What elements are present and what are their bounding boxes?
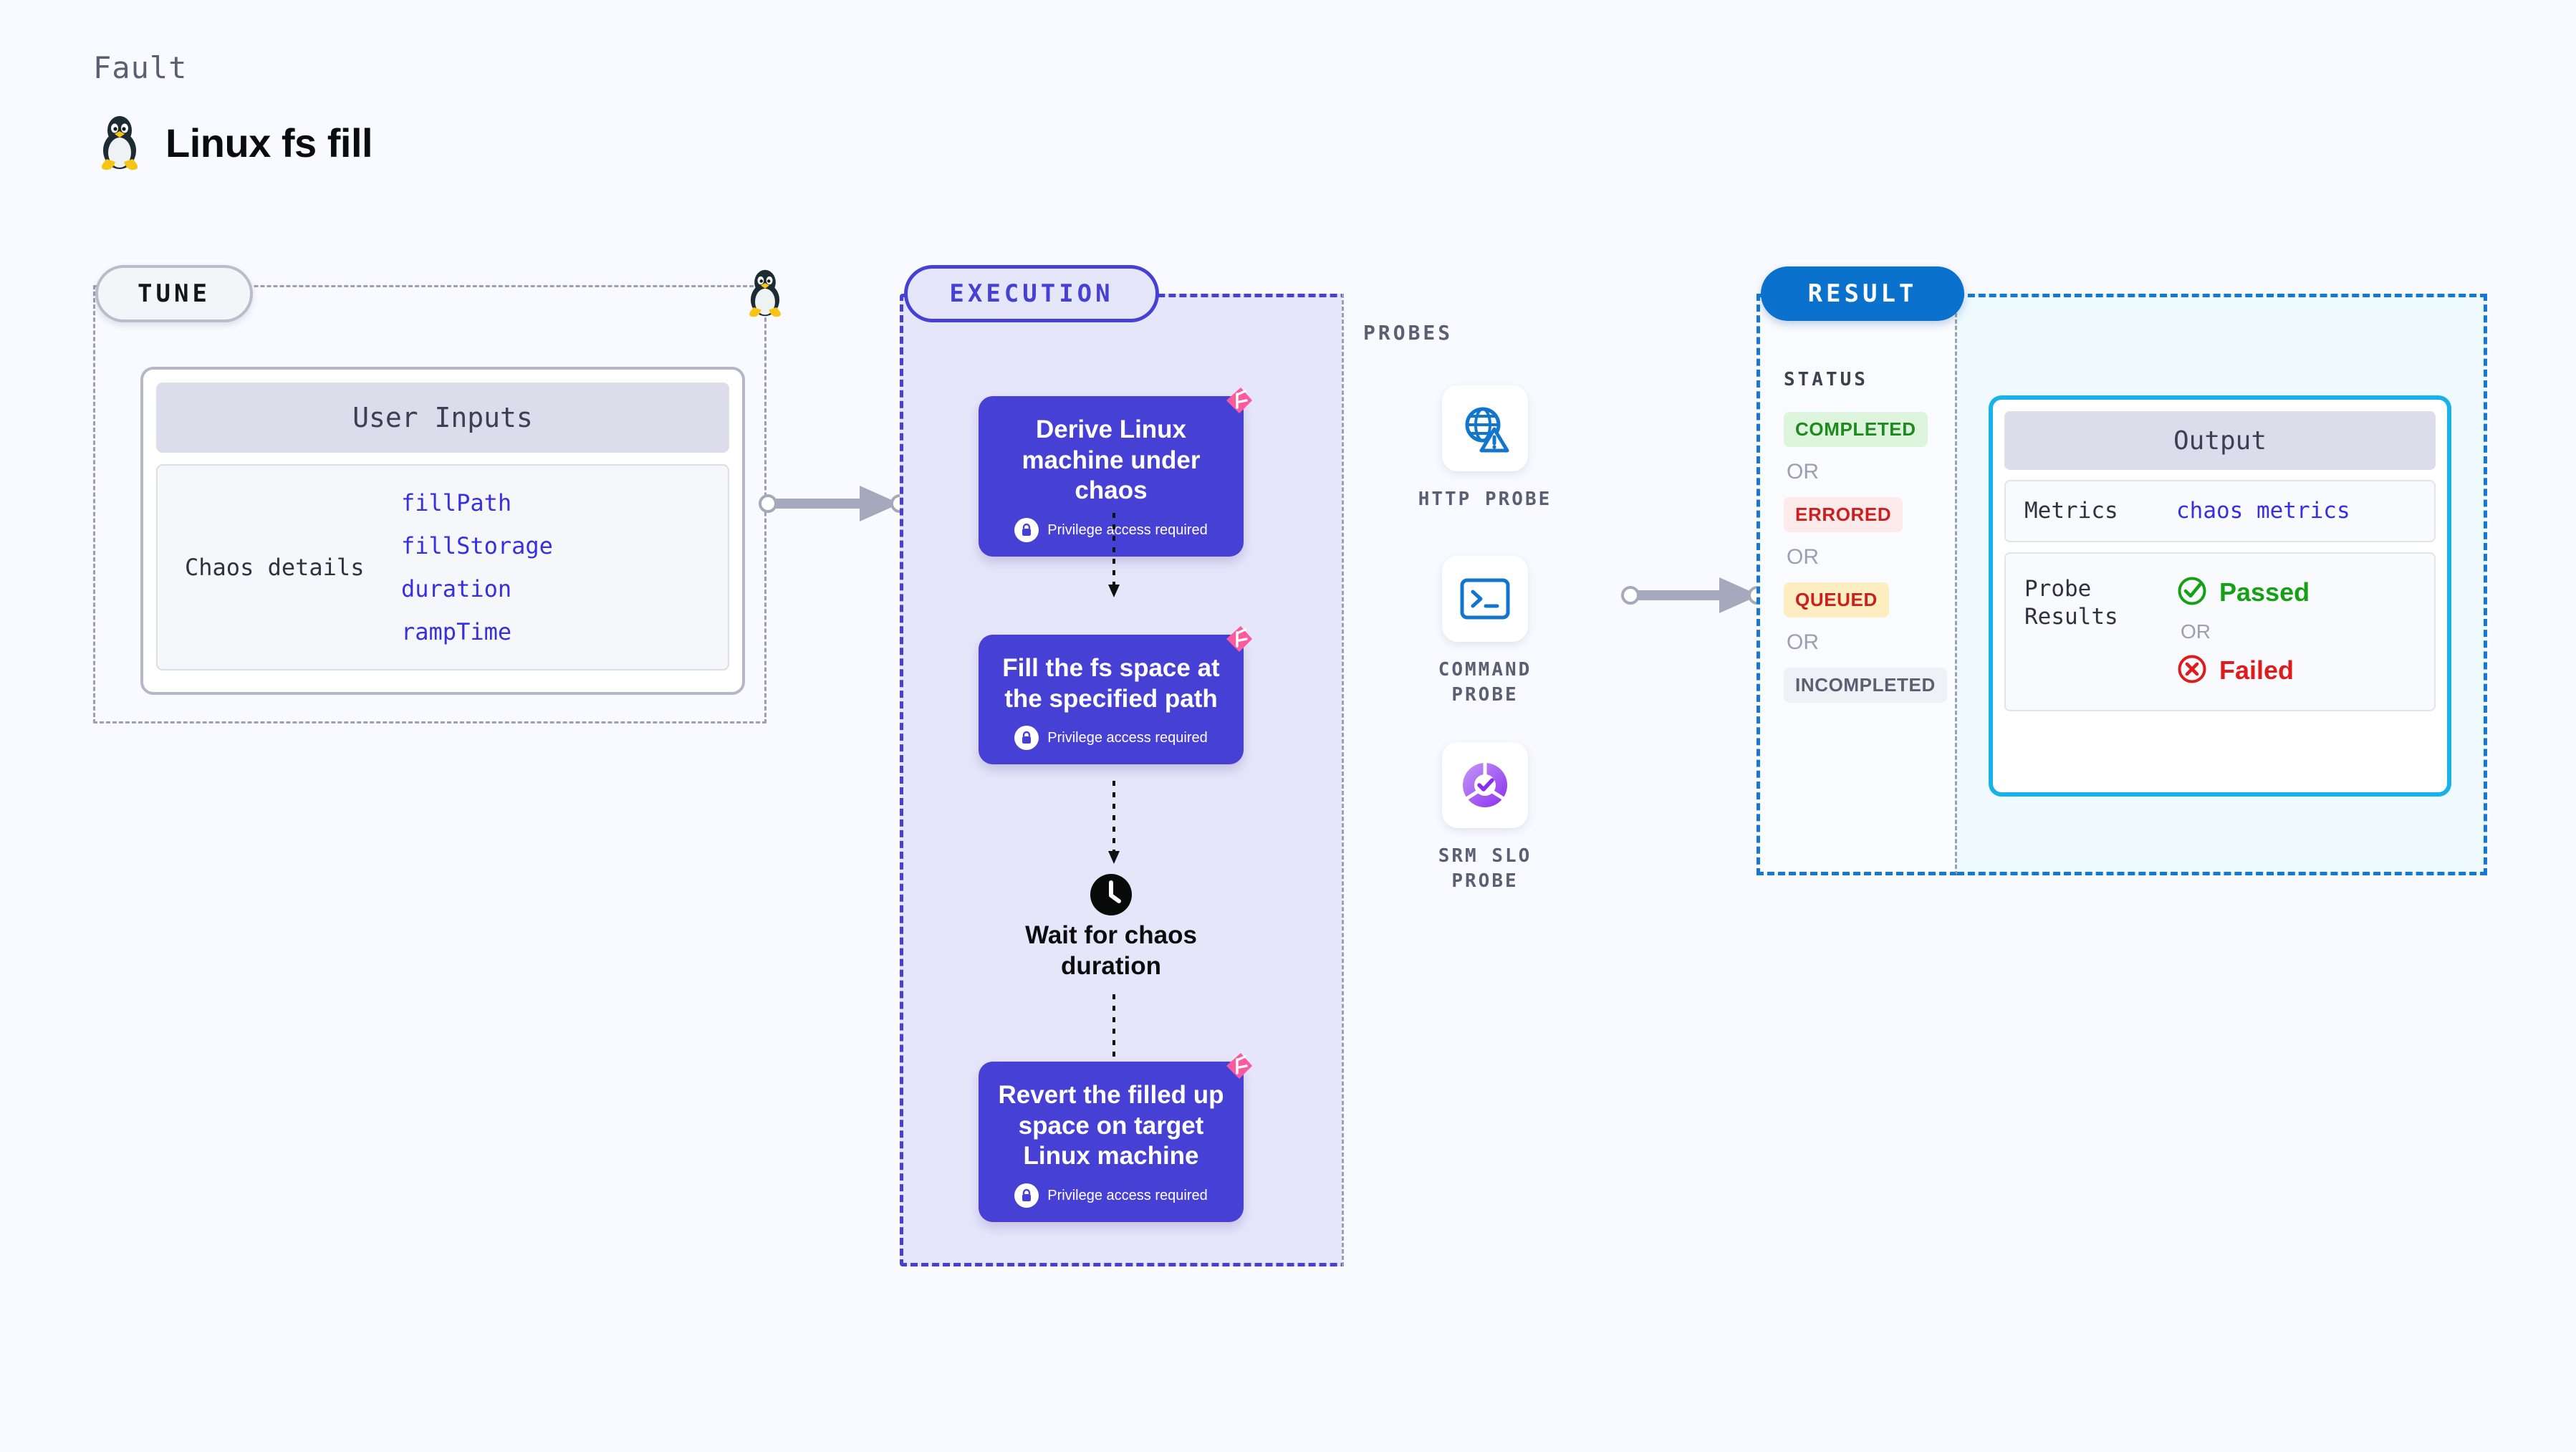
connector-node-probes [1621, 586, 1640, 605]
globe-warning-icon [1442, 385, 1528, 471]
step-connector-arrow [1108, 513, 1120, 597]
chaos-details-label: Chaos details [185, 554, 365, 581]
status-badge-errored: ERRORED [1784, 497, 1903, 532]
fault-flag-icon [1222, 1052, 1254, 1087]
output-panel: Output Metrics chaos metrics Probe Resul… [1989, 395, 2451, 797]
page-title-row: Linux fs fill [97, 115, 373, 170]
probe-label: COMMAND PROBE [1438, 659, 1532, 706]
fault-flag-icon [1222, 625, 1254, 660]
slo-donut-check-icon [1442, 742, 1528, 828]
param-fillpath[interactable]: fillPath [401, 489, 512, 516]
param-duration[interactable]: duration [401, 575, 512, 602]
lock-icon [1014, 1183, 1039, 1208]
check-circle-icon [2176, 575, 2208, 610]
privilege-note-text: Privilege access required [1047, 521, 1208, 538]
execution-step-card[interactable]: Revert the filled up space on target Lin… [979, 1053, 1252, 1223]
execution-step-card[interactable]: Derive Linux machine under chaos Privile… [979, 388, 1252, 557]
status-or-label: OR [1787, 460, 1819, 484]
tune-badge[interactable]: TUNE [95, 265, 253, 322]
probe-http[interactable]: HTTP PROBE [1399, 385, 1571, 512]
output-metrics-row: Metrics chaos metrics [2004, 480, 2436, 542]
status-or-label: OR [1787, 545, 1819, 569]
metrics-label: Metrics [2024, 498, 2118, 524]
status-or-label: OR [1787, 630, 1819, 654]
param-ramptime[interactable]: rampTime [401, 618, 512, 645]
tux-penguin-marker-icon [745, 269, 785, 321]
probe-label: SRM SLO PROBE [1438, 845, 1532, 893]
connector-execution-to-result [1630, 577, 1759, 613]
status-badge-queued: QUEUED [1784, 582, 1889, 617]
probe-result-passed-label: Passed [2219, 577, 2310, 607]
step-title: Fill the fs space at the specified path [1002, 654, 1220, 713]
status-badge-incompleted: INCOMPLETED [1784, 668, 1947, 703]
lock-icon [1014, 518, 1039, 543]
chaos-details-group: Chaos details fillPath fillStorage durat… [156, 464, 729, 670]
probe-result-failed: Failed [2176, 653, 2310, 688]
probe-command[interactable]: COMMAND PROBE [1399, 556, 1571, 708]
probe-results-label: Probe Results [2024, 575, 2118, 630]
metrics-value[interactable]: chaos metrics [2176, 498, 2350, 524]
output-probe-results-row: Probe Results Passed OR [2004, 552, 2436, 711]
param-fillstorage[interactable]: fillStorage [401, 532, 553, 559]
result-badge[interactable]: RESULT [1761, 266, 1964, 321]
probe-srm-slo[interactable]: SRM SLO PROBE [1399, 742, 1571, 894]
tux-penguin-icon [97, 115, 143, 170]
wait-node: Wait for chaos duration [979, 872, 1244, 981]
status-badge-completed: COMPLETED [1784, 412, 1928, 447]
execution-badge[interactable]: EXECUTION [904, 265, 1159, 322]
fault-kicker-label: Fault [93, 50, 188, 85]
page-title: Linux fs fill [165, 120, 373, 165]
probe-label: HTTP PROBE [1418, 489, 1552, 510]
user-inputs-header: User Inputs [156, 383, 729, 453]
step-title: Revert the filled up space on target Lin… [998, 1081, 1224, 1170]
step-title: Derive Linux machine under chaos [1022, 415, 1201, 505]
status-title: STATUS [1784, 369, 1868, 390]
probe-result-failed-label: Failed [2219, 655, 2294, 686]
chaos-params-list: fillPath fillStorage duration rampTime [401, 489, 553, 645]
privilege-note: Privilege access required [994, 518, 1228, 543]
probe-result-or-label: OR [2181, 620, 2211, 643]
privilege-note-text: Privilege access required [1047, 729, 1208, 746]
probe-results-values: Passed OR Failed [2176, 575, 2310, 688]
privilege-note-text: Privilege access required [1047, 1187, 1208, 1203]
clock-icon [1089, 874, 1133, 920]
probes-title: PROBES [1363, 321, 1453, 345]
user-inputs-card: User Inputs Chaos details fillPath fillS… [140, 367, 745, 695]
wait-node-label: Wait for chaos duration [1025, 921, 1197, 980]
connector-node-tune [759, 494, 777, 513]
step-connector-arrow [1108, 781, 1120, 864]
probe-result-passed: Passed [2176, 575, 2310, 610]
fault-flag-icon [1222, 386, 1254, 421]
connector-tune-to-execution [768, 486, 900, 521]
terminal-icon [1442, 556, 1528, 642]
status-list: COMPLETED OR ERRORED OR QUEUED OR INCOMP… [1784, 412, 1948, 703]
privilege-note: Privilege access required [994, 726, 1228, 751]
lock-icon [1014, 726, 1039, 751]
x-circle-icon [2176, 653, 2208, 688]
privilege-note: Privilege access required [994, 1183, 1228, 1208]
execution-step-card[interactable]: Fill the fs space at the specified path … [979, 626, 1252, 765]
output-header: Output [2004, 411, 2436, 470]
